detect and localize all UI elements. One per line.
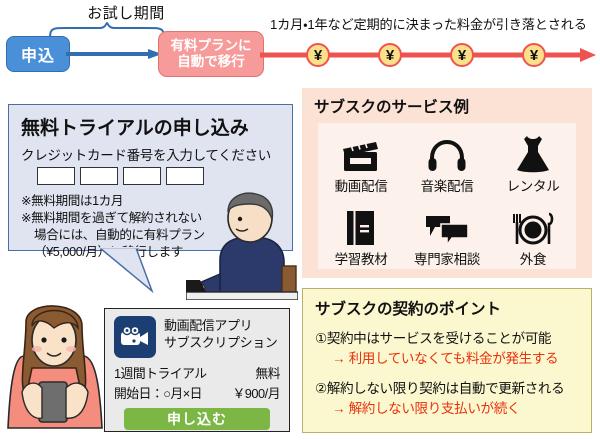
app-subscription-card: 動画配信アプリ サブスクリプション 1週間トライアル 無料 開始日：○月×日 ￥… bbox=[104, 308, 290, 432]
contract-points-title: サブスクの契約のポイント bbox=[315, 301, 502, 318]
man-at-laptop-illustration bbox=[186, 192, 298, 300]
trial-row-value: 無料 bbox=[255, 366, 280, 381]
dress-icon bbox=[516, 133, 550, 173]
contract-point-1-text: ①契約中はサービスを受けることが可能 bbox=[315, 331, 552, 346]
yen-symbol: ¥ bbox=[457, 46, 467, 64]
yen-symbol: ¥ bbox=[313, 46, 323, 64]
service-item-learning: 学習教材 bbox=[335, 195, 388, 271]
service-label: 学習教材 bbox=[334, 251, 388, 267]
app-card-name: 動画配信アプリ サブスクリプション bbox=[164, 316, 278, 351]
signup-note-1: ※無料期間は1カ月 bbox=[21, 194, 124, 208]
clapperboard-icon bbox=[341, 133, 381, 173]
price-row-value: ￥900/月 bbox=[232, 386, 280, 401]
service-item-music: 音楽配信 bbox=[421, 122, 474, 198]
service-label: 動画配信 bbox=[334, 178, 388, 194]
contract-point-2-text: ②解約しない限り契約は自動で更新される bbox=[315, 380, 565, 396]
app-name-line2: サブスクリプション bbox=[164, 334, 278, 350]
paid-plan-node: 有料プランに 自動で移行 bbox=[158, 31, 264, 77]
app-card-header: 動画配信アプリ サブスクリプション bbox=[114, 316, 280, 358]
credit-card-input-3[interactable] bbox=[123, 167, 161, 185]
signup-note-2: ※無料期間を過ぎて解約されない bbox=[21, 210, 202, 225]
billing-note: 1カ月・1年など定期的に決まった料金が引き落とされる bbox=[270, 17, 587, 32]
service-label: レンタル bbox=[506, 178, 560, 194]
signup-subtitle: クレジットカード番号を入力してください bbox=[21, 148, 271, 163]
billing-coin-2: ¥ bbox=[378, 43, 402, 67]
credit-card-field-group bbox=[37, 167, 280, 185]
apply-node: 申込 bbox=[6, 36, 70, 72]
book-icon bbox=[346, 206, 376, 246]
service-label: 外食 bbox=[519, 251, 547, 267]
billing-coin-4: ¥ bbox=[522, 43, 546, 67]
headphones-icon bbox=[427, 133, 467, 173]
service-item-dining: 外食 bbox=[510, 195, 556, 271]
billing-coin-1: ¥ bbox=[306, 43, 330, 67]
contract-points-panel: サブスクの契約のポイント ①契約中はサービスを受けることが可能 → 利用していな… bbox=[302, 288, 592, 433]
service-examples-panel: サブスクのサービス例 bbox=[302, 88, 592, 278]
signup-note-3: 場合には、自動的に有料プラン bbox=[34, 227, 205, 242]
yen-symbol: ¥ bbox=[385, 46, 395, 64]
apply-node-label: 申込 bbox=[20, 48, 55, 65]
video-camera-glyph bbox=[121, 326, 148, 345]
woman-with-phone-illustration bbox=[7, 305, 103, 429]
video-camera-icon bbox=[114, 316, 156, 358]
paid-plan-line1: 有料プランに bbox=[170, 37, 252, 53]
subscribe-button[interactable]: 申し込む bbox=[124, 408, 270, 430]
contract-point-2: ②解約しない限り契約は自動で更新される → 解約しない限り支払いが続く bbox=[315, 380, 591, 419]
service-icon-grid: 動画配信 音楽配信 レンタル bbox=[318, 123, 576, 269]
contract-point-1-arrow: → 利用していなくても料金が発生する bbox=[332, 351, 559, 367]
app-card-price-row: 開始日：○月×日 ￥900/月 bbox=[114, 383, 280, 402]
speech-bubble-tail-icon bbox=[100, 247, 154, 293]
service-examples-title: サブスクのサービス例 bbox=[314, 99, 470, 116]
paid-plan-line2: 自動で移行 bbox=[177, 54, 245, 69]
service-item-video: 動画配信 bbox=[335, 122, 388, 198]
app-name-line1: 動画配信アプリ bbox=[164, 318, 253, 333]
free-trial-signup-panel: 無料トライアルの申し込み クレジットカード番号を入力してください ※無料期間は1… bbox=[8, 104, 293, 259]
app-card-trial-row: 1週間トライアル 無料 bbox=[114, 363, 280, 382]
service-item-consult: 専門家相談 bbox=[414, 195, 480, 271]
speech-bubbles-icon bbox=[425, 206, 469, 246]
contract-point-2-arrow: → 解約しない限り支払いが続く bbox=[332, 401, 521, 417]
trial-arrow-icon bbox=[66, 49, 162, 59]
credit-card-input-4[interactable] bbox=[166, 167, 204, 185]
signup-title: 無料トライアルの申し込み bbox=[21, 118, 249, 139]
yen-symbol: ¥ bbox=[529, 46, 539, 64]
trial-brace-icon bbox=[49, 22, 165, 40]
service-item-rental: レンタル bbox=[507, 122, 560, 198]
contract-point-1: ①契約中はサービスを受けることが可能 → 利用していなくても料金が発生する bbox=[315, 330, 591, 369]
service-label: 専門家相談 bbox=[414, 251, 480, 267]
trial-period-label: お試し期間 bbox=[87, 5, 165, 22]
credit-card-input-1[interactable] bbox=[37, 167, 75, 185]
price-row-label: 開始日：○月×日 bbox=[114, 386, 202, 401]
credit-card-input-2[interactable] bbox=[80, 167, 118, 185]
trial-row-label: 1週間トライアル bbox=[114, 366, 207, 381]
plate-cutlery-icon bbox=[510, 206, 556, 246]
service-label: 音楽配信 bbox=[420, 178, 474, 194]
billing-coin-3: ¥ bbox=[450, 43, 474, 67]
